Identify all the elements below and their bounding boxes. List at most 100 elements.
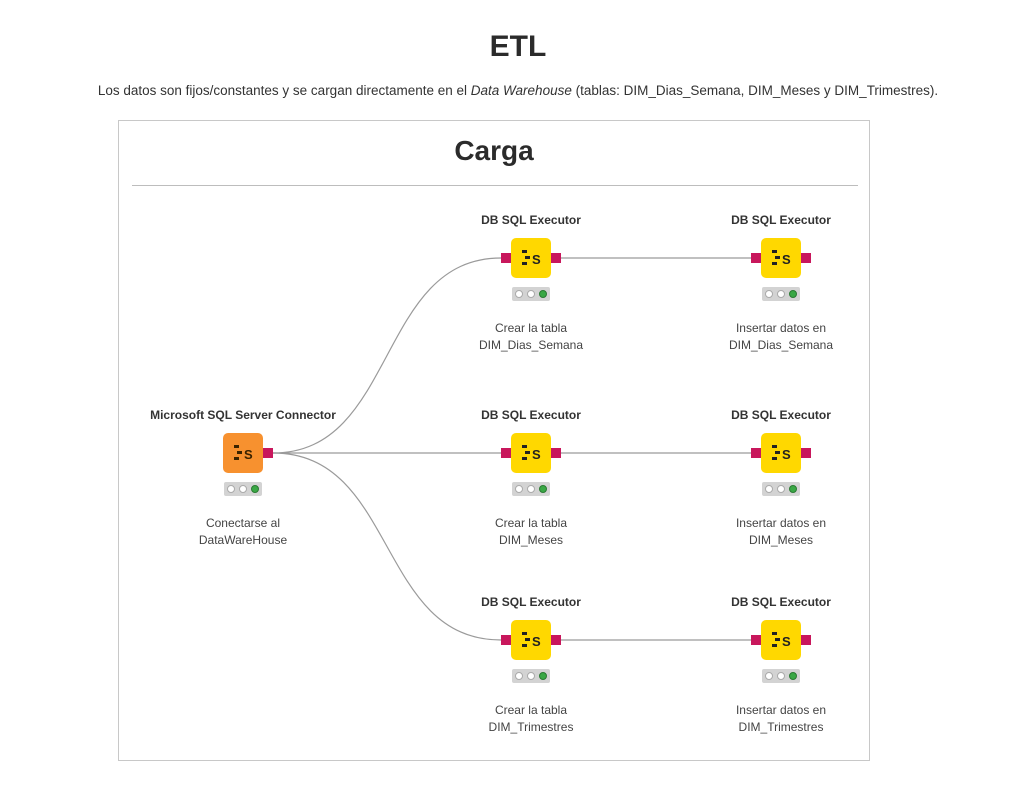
- node-type-title: Microsoft SQL Server Connector: [150, 408, 336, 422]
- node-label-line2: DIM_Trimestres: [738, 720, 824, 734]
- page-title: ETL: [489, 30, 547, 63]
- output-port[interactable]: [801, 635, 811, 645]
- node-type-title: DB SQL Executor: [731, 595, 831, 609]
- db-sql-executor-icon[interactable]: S: [511, 620, 551, 660]
- node-label-line2: DIM_Meses: [498, 533, 563, 547]
- db-sql-executor-icon[interactable]: S: [761, 433, 801, 473]
- panel-divider: [132, 185, 858, 186]
- status-light-off: [765, 485, 773, 493]
- sql-glyph: S: [772, 632, 791, 649]
- db-sql-executor-icon[interactable]: S: [761, 238, 801, 278]
- svg-text:S: S: [782, 634, 791, 649]
- sql-glyph: S: [522, 445, 541, 462]
- database-connector-icon[interactable]: S: [223, 433, 263, 473]
- node-type-title: DB SQL Executor: [731, 213, 831, 227]
- node-label-line1: Crear la tabla: [494, 516, 568, 530]
- svg-text:S: S: [532, 252, 541, 267]
- sql-glyph: S: [234, 445, 253, 462]
- status-light-green: [539, 485, 547, 493]
- input-port[interactable]: [751, 448, 761, 458]
- description-suffix: (tablas: DIM_Dias_Semana, DIM_Meses y DI…: [571, 83, 939, 98]
- input-port[interactable]: [751, 635, 761, 645]
- description-prefix: Los datos son fijos/constantes y se carg…: [97, 83, 471, 98]
- link-connector-to-create_trim: [272, 452, 502, 641]
- status-light-off: [527, 672, 535, 680]
- input-port[interactable]: [751, 253, 761, 263]
- svg-text:S: S: [782, 447, 791, 462]
- status-light-off: [765, 290, 773, 298]
- status-light-off: [239, 485, 247, 493]
- node-status-indicator: [512, 669, 550, 683]
- input-port[interactable]: [501, 253, 511, 263]
- status-light-green: [789, 290, 797, 298]
- description-emphasis: Data Warehouse: [470, 83, 572, 98]
- page-description: Los datos son fijos/constantes y se carg…: [0, 83, 1036, 98]
- node-label-line2: DIM_Dias_Semana: [478, 338, 584, 352]
- status-light-green: [251, 485, 259, 493]
- status-light-green: [789, 485, 797, 493]
- output-port[interactable]: [551, 448, 561, 458]
- panel-title: Carga: [454, 135, 534, 166]
- status-light-green: [789, 672, 797, 680]
- input-port[interactable]: [501, 448, 511, 458]
- svg-text:S: S: [532, 447, 541, 462]
- node-status-indicator: [762, 669, 800, 683]
- status-light-off: [777, 485, 785, 493]
- node-label-line2: DIM_Dias_Semana: [728, 338, 834, 352]
- output-port[interactable]: [551, 253, 561, 263]
- status-light-green: [539, 672, 547, 680]
- node-type-title: DB SQL Executor: [481, 595, 581, 609]
- node-status-indicator: [512, 287, 550, 301]
- node-label-line1: Conectarse al: [205, 516, 281, 530]
- link-connector-to-create_dias: [272, 257, 502, 454]
- node-type-title: DB SQL Executor: [481, 213, 581, 227]
- status-light-off: [777, 672, 785, 680]
- node-label-line1: Insertar datos en: [735, 703, 827, 717]
- sql-glyph: S: [522, 632, 541, 649]
- node-status-indicator: [762, 482, 800, 496]
- node-type-title: DB SQL Executor: [481, 408, 581, 422]
- db-sql-executor-icon[interactable]: S: [761, 620, 801, 660]
- status-light-off: [765, 672, 773, 680]
- node-status-indicator: [224, 482, 262, 496]
- output-port[interactable]: [551, 635, 561, 645]
- node-label-line1: Insertar datos en: [735, 516, 827, 530]
- svg-text:S: S: [782, 252, 791, 267]
- output-port[interactable]: [263, 448, 273, 458]
- node-label-line1: Crear la tabla: [494, 321, 568, 335]
- node-status-indicator: [512, 482, 550, 496]
- db-sql-executor-icon[interactable]: S: [511, 238, 551, 278]
- status-light-off: [777, 290, 785, 298]
- status-light-off: [515, 290, 523, 298]
- sql-glyph: S: [522, 250, 541, 267]
- sql-glyph: S: [772, 250, 791, 267]
- sql-glyph: S: [772, 445, 791, 462]
- db-sql-executor-icon[interactable]: S: [511, 433, 551, 473]
- output-port[interactable]: [801, 253, 811, 263]
- output-port[interactable]: [801, 448, 811, 458]
- node-label: Conectarse al DataWareHouse: [133, 515, 353, 549]
- node-label-line2: DIM_Meses: [748, 533, 813, 547]
- node-label-line1: Insertar datos en: [735, 321, 827, 335]
- node-label: Insertar datos en DIM_Dias_Semana: [671, 320, 891, 354]
- status-light-off: [515, 485, 523, 493]
- status-light-off: [527, 485, 535, 493]
- node-type-title: DB SQL Executor: [731, 408, 831, 422]
- svg-text:S: S: [244, 447, 253, 462]
- status-light-off: [515, 672, 523, 680]
- status-light-off: [227, 485, 235, 493]
- node-label-line2: DataWareHouse: [198, 533, 288, 547]
- input-port[interactable]: [501, 635, 511, 645]
- node-label: Insertar datos en DIM_Trimestres: [671, 702, 891, 736]
- node-status-indicator: [762, 287, 800, 301]
- status-light-off: [527, 290, 535, 298]
- node-label-line2: DIM_Trimestres: [488, 720, 574, 734]
- node-label-line1: Crear la tabla: [494, 703, 568, 717]
- status-light-green: [539, 290, 547, 298]
- node-label: Insertar datos en DIM_Meses: [671, 515, 891, 549]
- svg-text:S: S: [532, 634, 541, 649]
